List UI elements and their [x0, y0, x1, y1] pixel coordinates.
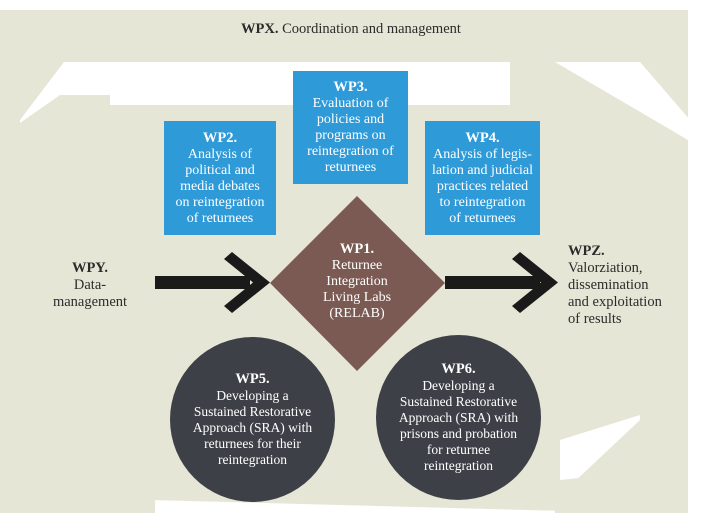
- left-arrow: [155, 252, 270, 313]
- wp6-line: Approach (SRA) with: [398, 410, 519, 425]
- wp2-code: WP2.: [202, 129, 238, 146]
- wp2-line: Analysis of: [187, 146, 253, 162]
- wpx-code: WPX.: [241, 21, 279, 37]
- wp1-code: WP1.: [339, 241, 375, 257]
- wp5-circle: WP5. Developing a Sustained Restorative …: [170, 337, 335, 502]
- wp4-code: WP4.: [465, 129, 500, 146]
- wp4-box: WP4. Analysis of legis- lation and judic…: [425, 121, 540, 235]
- wp4-line: of returnees: [449, 210, 516, 226]
- wp3-box: WP3. Evaluation of policies and programs…: [293, 71, 408, 184]
- wp2-line: political and: [185, 162, 255, 178]
- right-chevron: [510, 62, 688, 513]
- wp2-line: of returnees: [186, 210, 254, 226]
- wp3-line: programs on: [315, 128, 386, 143]
- wp5-line: reintegration: [218, 452, 287, 467]
- wp3-line: returnees: [324, 160, 377, 175]
- wpy-line: Data-: [73, 277, 107, 293]
- right-arrow: [445, 252, 558, 313]
- wp5-line: Sustained Restorative: [193, 404, 312, 419]
- wpz-line: and exploitation: [568, 294, 662, 310]
- wp1-line: Living Labs: [322, 290, 392, 305]
- wpz-label: WPZ. Valorziation, dissemination and exp…: [568, 243, 688, 328]
- wp5-code: WP5.: [235, 371, 270, 387]
- wp1-line: (RELAB): [329, 306, 385, 321]
- wp3-line: Evaluation of: [312, 96, 389, 111]
- wp6-circle: WP6. Developing a Sustained Restorative …: [376, 335, 541, 500]
- wp3-line: policies and: [316, 112, 385, 127]
- wp3-line: reintegration of: [307, 144, 394, 159]
- wp6-line: prisons and probation: [400, 426, 517, 441]
- wp5-line: Developing a: [216, 388, 289, 403]
- wpz-line: Valorziation,: [568, 260, 643, 276]
- wp4-line: to reintegration: [439, 194, 526, 210]
- wp6-line: reintegration: [424, 458, 493, 473]
- wp4-line: practices related: [436, 178, 529, 194]
- wp5-line: returnees for their: [204, 436, 301, 451]
- left-chevron: [10, 95, 155, 513]
- wp2-line: media debates: [180, 178, 260, 194]
- wp4-line: Analysis of legis-: [433, 146, 532, 162]
- wp6-code: WP6.: [441, 361, 476, 377]
- wp2-line: on reintegration: [175, 194, 265, 210]
- wpy-label: WPY. Data- management: [40, 260, 140, 311]
- wpz-line: dissemination: [568, 277, 649, 293]
- wp1-line: Returnee: [331, 258, 383, 273]
- wp1-label: WP1. Returnee Integration Living Labs (R…: [300, 241, 414, 322]
- wpx-title: Coordination and management: [282, 21, 461, 37]
- wp1-diamond: [270, 196, 445, 371]
- wpx-label: WPX. Coordination and management: [0, 21, 702, 38]
- wpz-code: WPZ.: [568, 243, 605, 259]
- wp6-line: Sustained Restorative: [399, 394, 518, 409]
- wp1-line: Integration: [326, 274, 388, 289]
- wp3-code: WP3.: [333, 79, 368, 95]
- wp5-line: Approach (SRA) with: [192, 420, 313, 435]
- wpz-line: of results: [568, 311, 622, 327]
- wp6-line: for returnee: [426, 442, 491, 457]
- wp4-line: lation and judicial: [431, 162, 534, 178]
- wp2-box: WP2. Analysis of political and media deb…: [164, 121, 276, 235]
- wpy-code: WPY.: [71, 260, 109, 276]
- wp6-line: Developing a: [422, 378, 495, 393]
- wpy-line: management: [52, 294, 128, 310]
